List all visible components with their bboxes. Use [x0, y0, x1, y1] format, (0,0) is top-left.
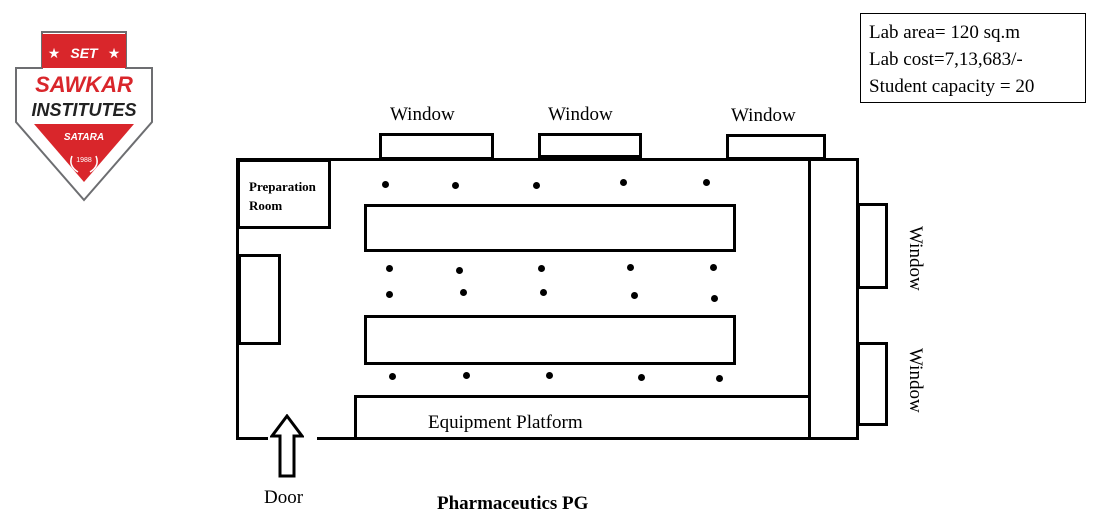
equipment-platform — [354, 395, 811, 440]
student-stool — [710, 264, 717, 271]
window-top-1 — [379, 133, 494, 160]
window-top-2-label: Window — [548, 104, 613, 125]
svg-text:★: ★ — [48, 47, 61, 62]
right-corridor-divider — [808, 158, 811, 440]
sawkar-institutes-logo: SET ★ ★ SAWKAR INSTITUTES SATARA 1988 — [15, 31, 153, 202]
student-stool — [538, 265, 545, 272]
preparation-room — [237, 159, 331, 229]
logo-city: SATARA — [64, 132, 104, 143]
student-stool — [456, 267, 463, 274]
student-stool — [386, 265, 393, 272]
lab-bench-2 — [364, 315, 736, 365]
window-right-2 — [857, 342, 888, 426]
left-wall-cabinet — [238, 254, 281, 345]
student-stool — [638, 374, 645, 381]
room-wall-top — [236, 158, 859, 161]
student-stool — [463, 372, 470, 379]
equipment-platform-label: Equipment Platform — [428, 412, 583, 433]
logo-year: 1988 — [76, 157, 92, 164]
page-title: Pharmaceutics PG — [437, 493, 589, 514]
student-stool — [452, 182, 459, 189]
window-top-3-label: Window — [731, 105, 796, 126]
student-capacity: Student capacity = 20 — [869, 76, 1035, 97]
student-stool — [389, 373, 396, 380]
room-wall-left — [236, 158, 239, 440]
svg-text:★: ★ — [108, 47, 121, 62]
room-wall-bottom-left — [236, 437, 268, 440]
lab-bench-1 — [364, 204, 736, 252]
student-stool — [533, 182, 540, 189]
logo-name-line2: INSTITUTES — [31, 100, 136, 120]
student-stool — [716, 375, 723, 382]
lab-info-box: Lab area= 120 sq.m Lab cost=7,13,683/- S… — [860, 13, 1086, 103]
student-stool — [546, 372, 553, 379]
student-stool — [386, 291, 393, 298]
door-arrow-icon — [270, 414, 304, 478]
student-stool — [382, 181, 389, 188]
door-label: Door — [264, 487, 304, 508]
lab-area: Lab area= 120 sq.m — [869, 22, 1021, 43]
student-stool — [460, 289, 467, 296]
window-right-2-label: Window — [905, 348, 926, 413]
student-stool — [631, 292, 638, 299]
window-top-3 — [726, 134, 826, 160]
student-stool — [703, 179, 710, 186]
preparation-room-label: Preparation Room — [249, 179, 316, 213]
window-right-1 — [857, 203, 888, 289]
logo-name-line1: SAWKAR — [35, 72, 133, 97]
logo-set-text: SET — [70, 45, 99, 61]
student-stool — [540, 289, 547, 296]
student-stool — [711, 295, 718, 302]
window-right-1-label: Window — [905, 226, 926, 291]
student-stool — [627, 264, 634, 271]
window-top-2 — [538, 133, 642, 158]
student-stool — [620, 179, 627, 186]
room-wall-right — [856, 158, 859, 440]
window-top-1-label: Window — [390, 104, 455, 125]
lab-cost: Lab cost=7,13,683/- — [869, 49, 1023, 70]
